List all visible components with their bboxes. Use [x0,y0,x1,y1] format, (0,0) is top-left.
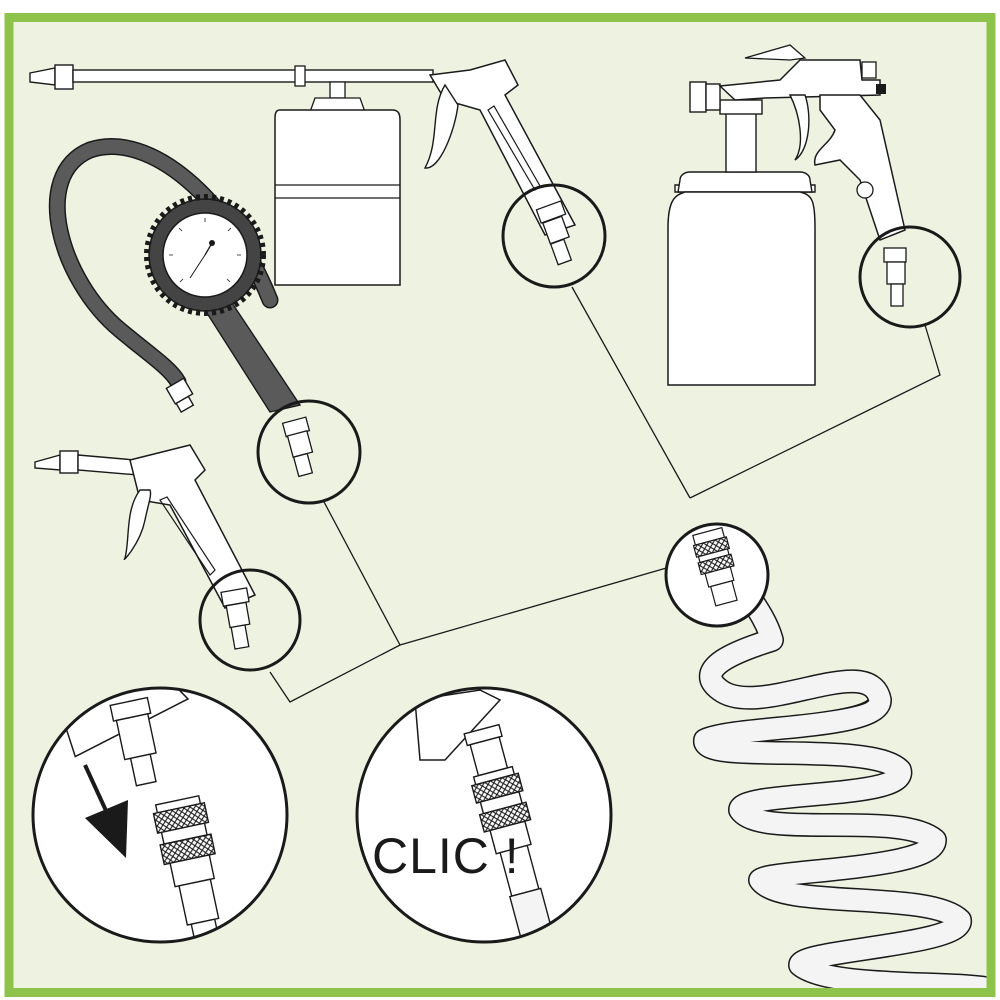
air-blow-gun-icon [34,444,257,650]
detail-circle-spray-gun [858,225,962,329]
step-push-in [31,686,289,944]
underbody-spray-gun-icon [29,59,577,286]
paint-spray-gun-icon [667,44,907,386]
tire-gauge-icon [144,194,314,478]
frame-border [4,13,996,997]
detail-circle-tire-gauge [256,399,362,505]
tire-chuck-icon [165,377,195,414]
quick-coupler-icon [664,522,770,628]
detail-circles [198,183,962,672]
detail-circle-underbody-gun [501,183,607,289]
push-down-arrow-icon [83,764,128,858]
clic-label: CLIC ! [372,828,520,884]
hose-icon [693,578,988,990]
gauge-teeth [144,194,266,316]
connector-lines [269,286,941,703]
detail-circle-blow-gun [198,568,302,672]
